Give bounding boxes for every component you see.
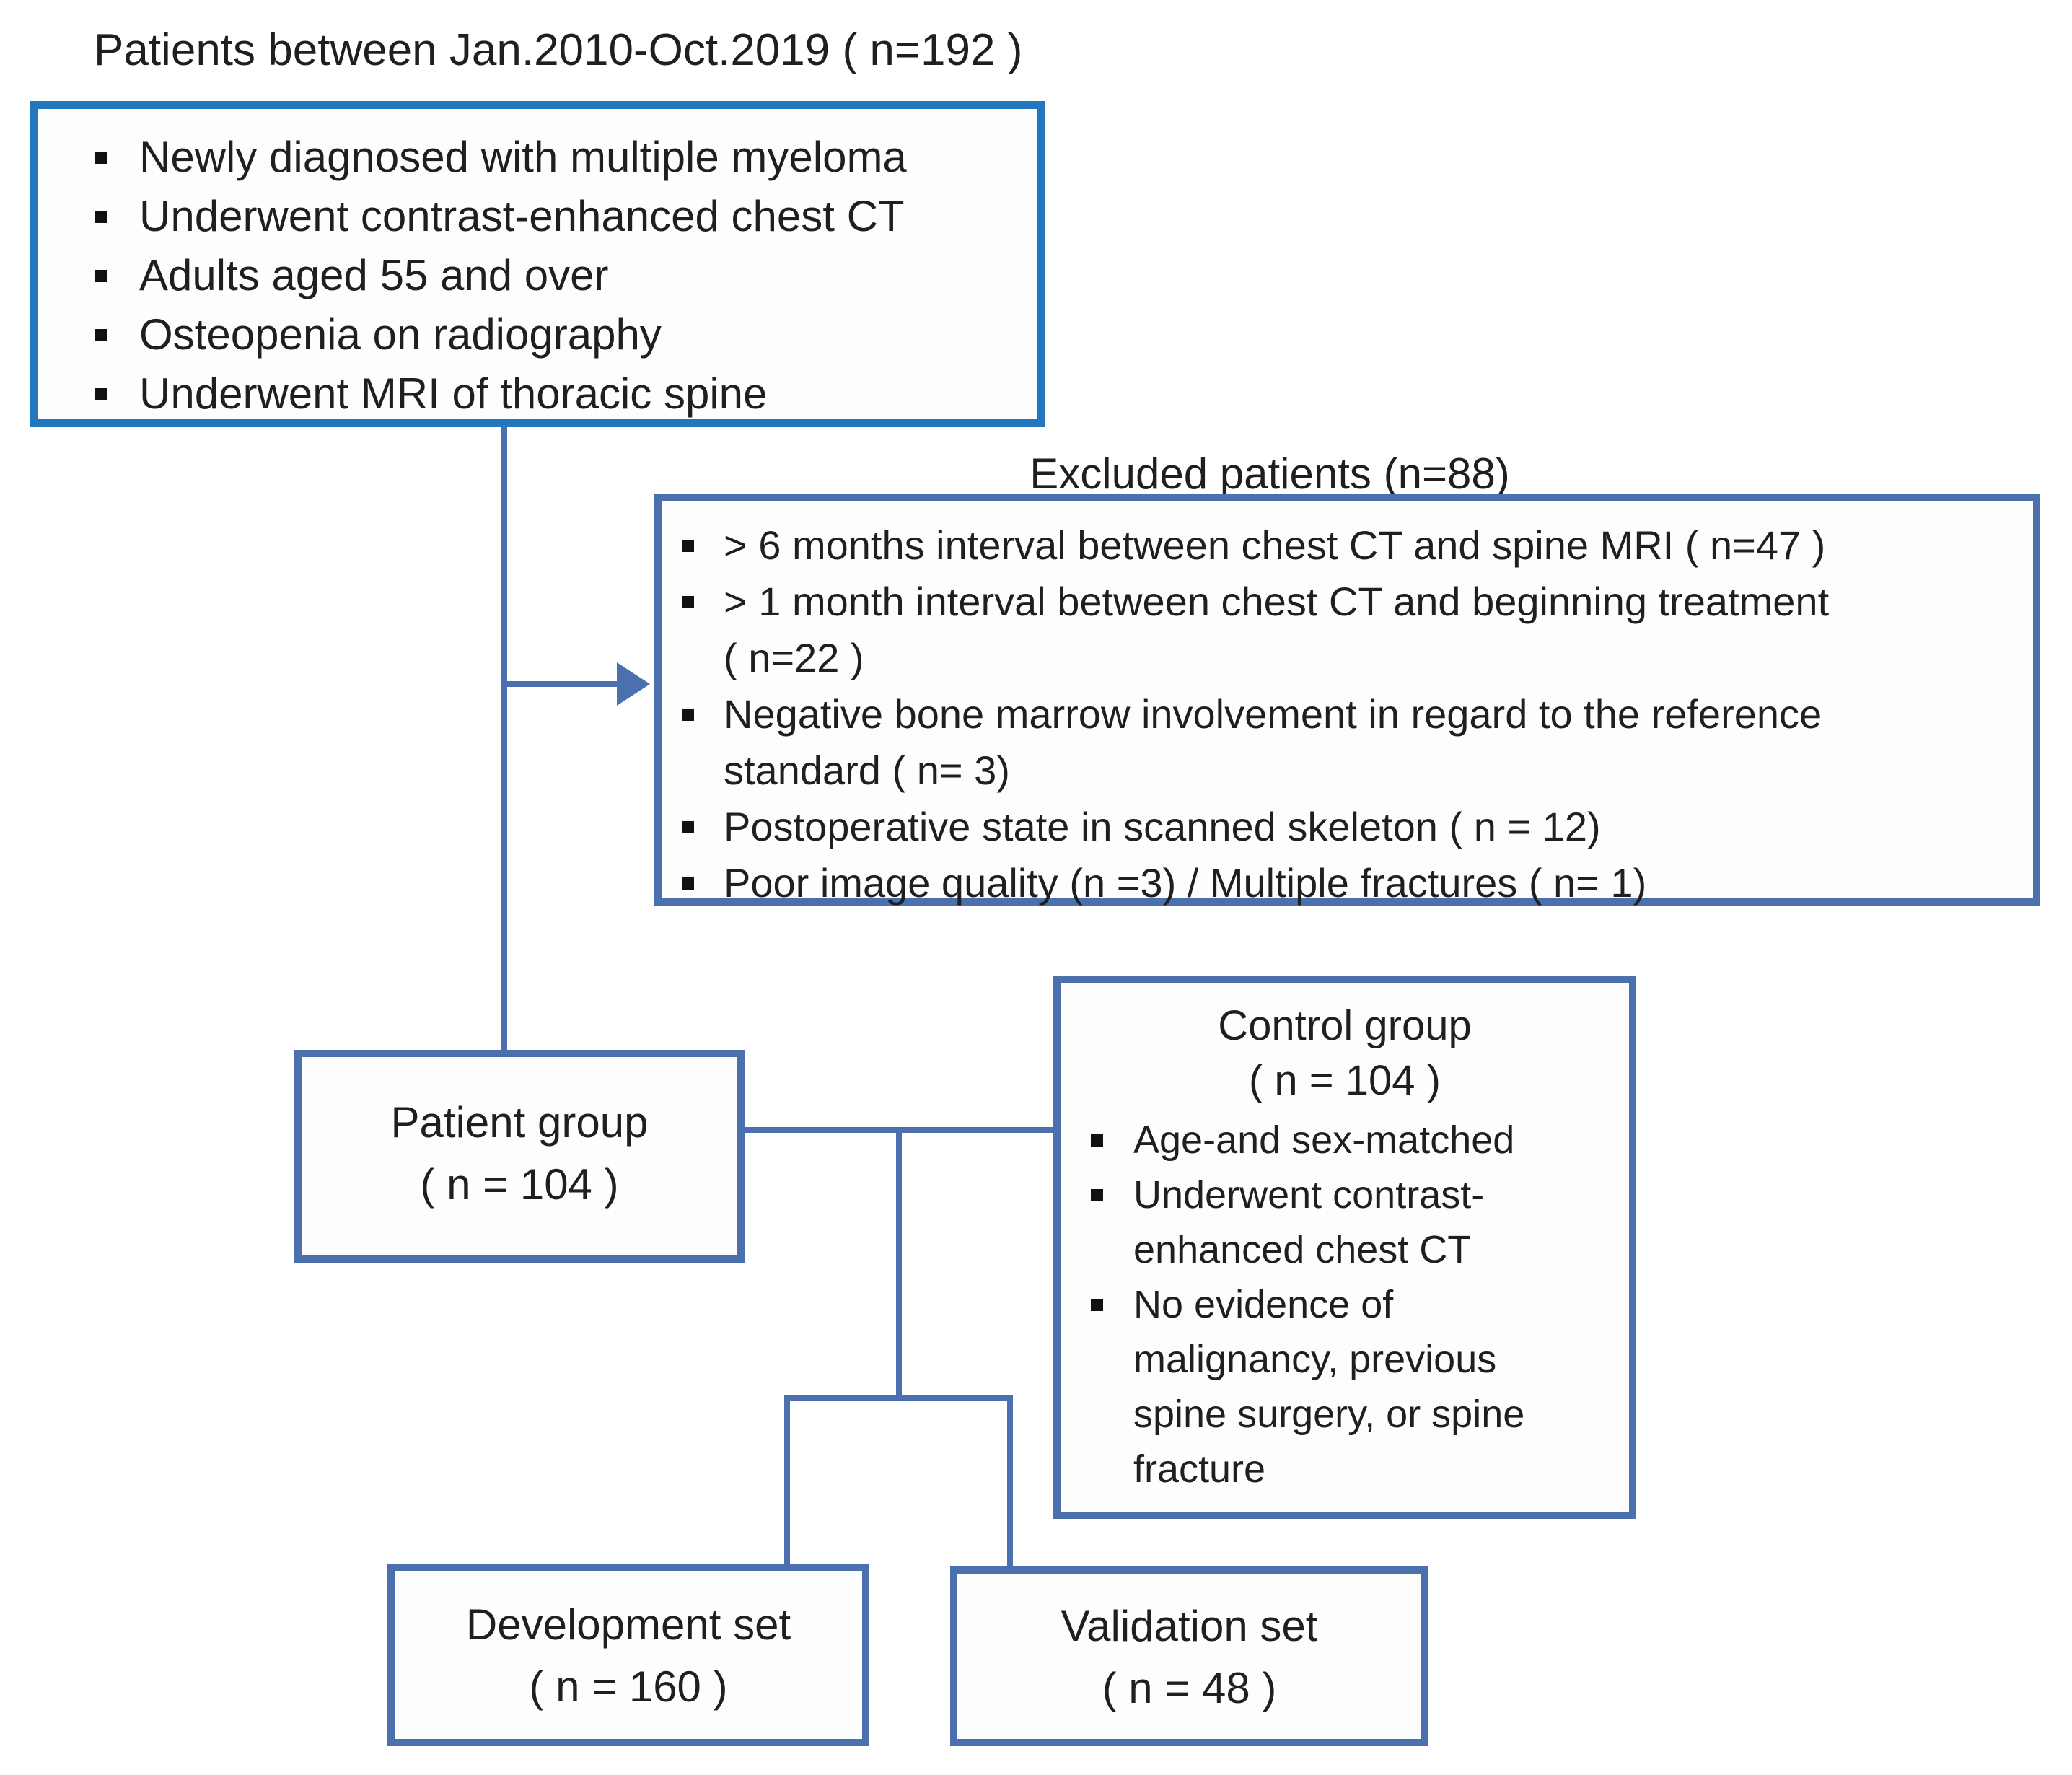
validation-set-label: Validation set	[1061, 1602, 1318, 1650]
bullet-item-text: Postoperative state in scanned skeleton …	[724, 804, 1601, 849]
bullet-item: Poor image quality (n =3) / Multiple fra…	[662, 855, 2033, 911]
patient-group-count: ( n = 104 )	[420, 1160, 619, 1209]
bullet-square-icon	[95, 388, 107, 400]
bullet-item-text: > 6 months interval between chest CT and…	[724, 522, 1826, 568]
bullet-item: Postoperative state in scanned skeleton …	[662, 799, 2033, 855]
bullet-square-icon	[95, 211, 107, 223]
excluded-patients-label: Excluded patients (n=88)	[1030, 450, 1510, 498]
bullet-item-text: Age-and sex-matched	[1133, 1118, 1515, 1162]
bullet-square-icon	[1091, 1299, 1103, 1311]
bullet-square-icon	[95, 329, 107, 341]
control-group-count: ( n = 104 )	[1249, 1057, 1441, 1104]
connector-arrow-shaft	[504, 681, 621, 687]
bullet-item: Underwent contrast-enhanced chest CT	[1061, 1167, 1629, 1277]
bullet-item: Underwent MRI of thoracic spine	[38, 364, 1037, 424]
bullet-square-icon	[95, 270, 107, 282]
bullet-item: > 6 months interval between chest CT and…	[662, 517, 2033, 574]
bullet-item-text: Underwent contrast-enhanced chest CT	[1133, 1173, 1485, 1271]
connector-central-drop	[896, 1127, 902, 1401]
bullet-item: Negative bone marrow involvement in rega…	[662, 686, 2033, 799]
bullet-item: Age-and sex-matched	[1061, 1113, 1629, 1167]
bullet-square-icon	[1091, 1134, 1103, 1147]
validation-set-count: ( n = 48 )	[1102, 1664, 1277, 1712]
bullet-item-text: Negative bone marrow involvement in rega…	[724, 691, 1822, 793]
patient-group-box: Patient group ( n = 104 )	[294, 1050, 745, 1263]
bullet-item-text: Newly diagnosed with multiple myeloma	[139, 133, 907, 181]
bullet-item: Newly diagnosed with multiple myeloma	[38, 128, 1037, 187]
bullet-item: Underwent contrast-enhanced chest CT	[38, 187, 1037, 246]
bullet-square-icon	[682, 596, 694, 608]
excluded-box: > 6 months interval between chest CT and…	[654, 494, 2040, 906]
validation-set-box: Validation set ( n = 48 )	[950, 1566, 1428, 1746]
connector-to-development	[784, 1395, 790, 1568]
bullet-item-text: Poor image quality (n =3) / Multiple fra…	[724, 860, 1647, 906]
bullet-item-text: Osteopenia on radiography	[139, 310, 662, 359]
connector-inclusion-to-patient	[501, 427, 507, 1051]
bullet-square-icon	[682, 821, 694, 833]
control-group-label: Control group	[1218, 1002, 1472, 1049]
connector-to-validation	[1007, 1395, 1013, 1571]
arrowhead-right-icon	[617, 662, 650, 706]
bullet-square-icon	[682, 540, 694, 552]
bullet-square-icon	[682, 709, 694, 721]
bullet-square-icon	[95, 152, 107, 164]
bullet-item: Adults aged 55 and over	[38, 246, 1037, 305]
control-group-box: Control group ( n = 104 ) Age-and sex-ma…	[1053, 976, 1636, 1519]
development-set-count: ( n = 160 )	[529, 1662, 728, 1711]
development-set-box: Development set ( n = 160 )	[387, 1564, 869, 1746]
excluded-reasons-list: > 6 months interval between chest CT and…	[662, 517, 2033, 911]
bullet-item-text: Underwent MRI of thoracic spine	[139, 369, 768, 418]
bullet-square-icon	[682, 877, 694, 890]
patient-group-label: Patient group	[390, 1098, 649, 1147]
diagram-title: Patients between Jan.2010-Oct.2019 ( n=1…	[94, 25, 1023, 75]
bullet-item-text: Adults aged 55 and over	[139, 251, 609, 299]
bullet-item-text: Underwent contrast-enhanced chest CT	[139, 192, 905, 240]
connector-split-bar	[784, 1395, 1013, 1401]
bullet-square-icon	[1091, 1189, 1103, 1201]
bullet-item-text: > 1 month interval between chest CT and …	[724, 579, 1830, 680]
bullet-item: Osteopenia on radiography	[38, 305, 1037, 364]
bullet-item: > 1 month interval between chest CT and …	[662, 574, 2033, 686]
development-set-label: Development set	[465, 1600, 791, 1649]
